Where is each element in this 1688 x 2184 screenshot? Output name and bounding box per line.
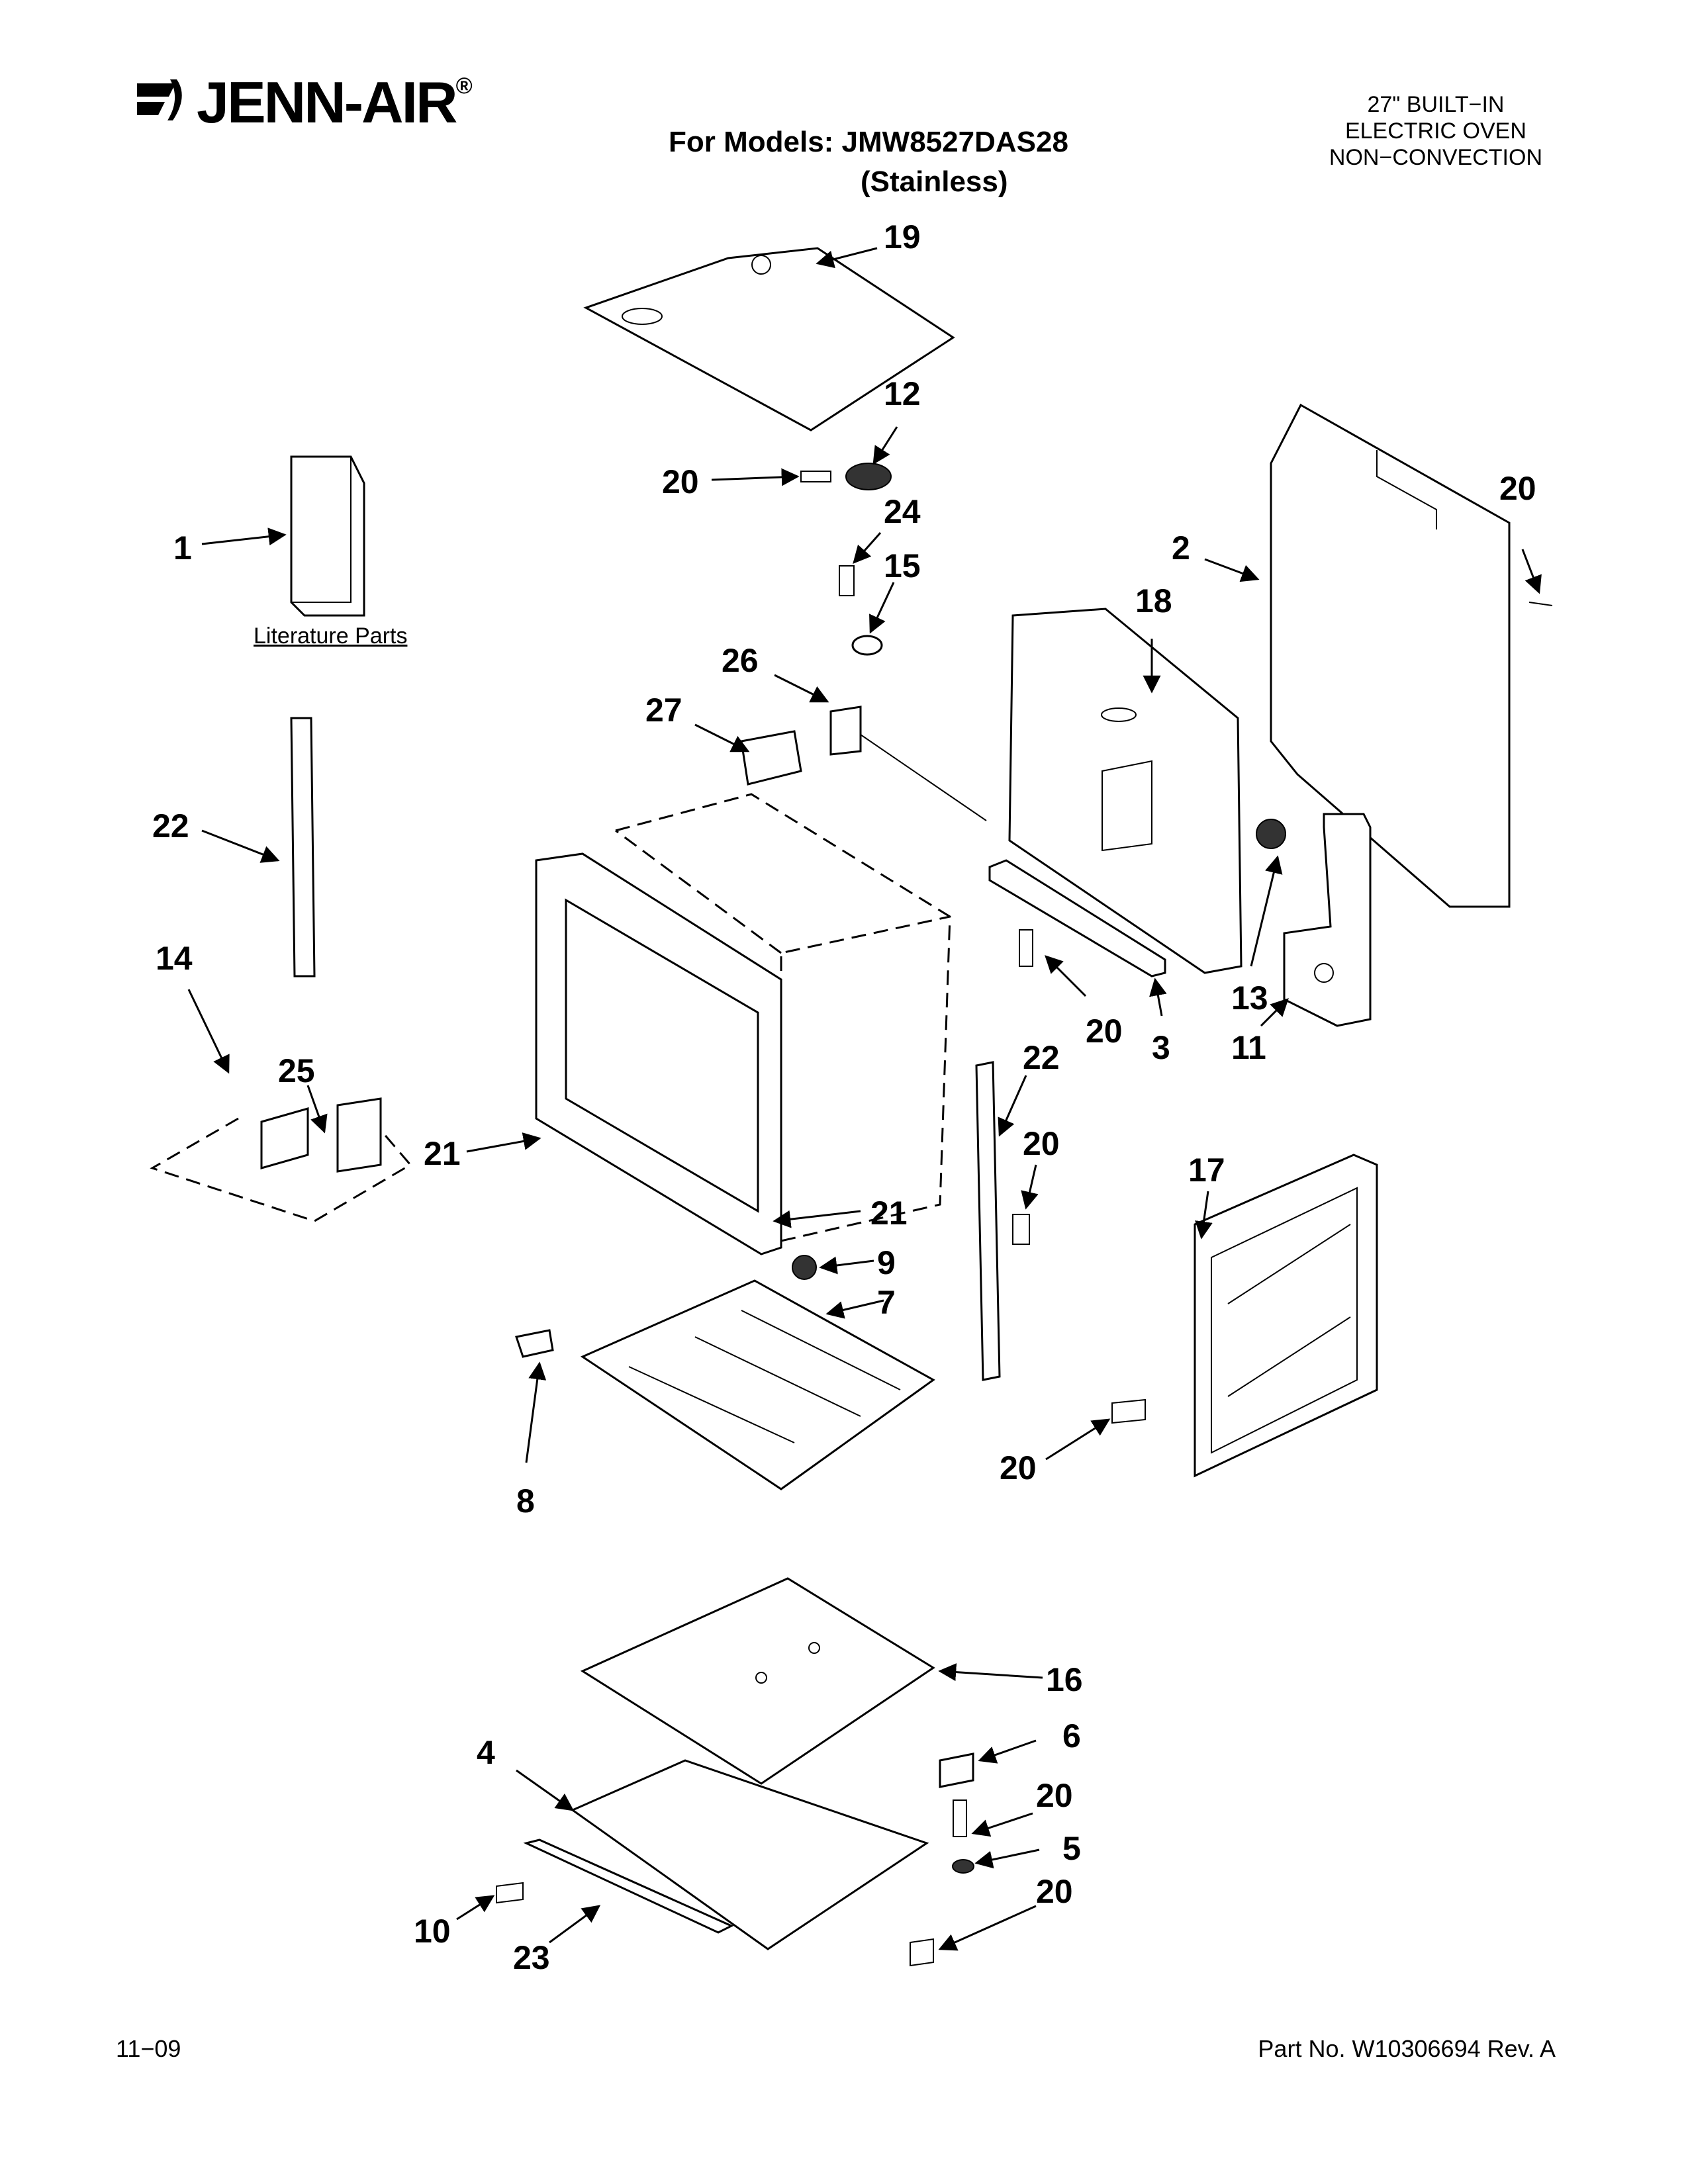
callout-22-a: 22	[152, 807, 189, 844]
part-vent-cover	[800, 463, 892, 490]
part-oven-rack	[580, 1279, 935, 1490]
part-door-screw	[1111, 1398, 1146, 1424]
part-tray-screw	[910, 1938, 934, 1967]
callout-7: 7	[877, 1284, 896, 1321]
product-spec: 27" BUILT−IN ELECTRIC OVEN NON−CONVECTIO…	[1329, 91, 1542, 171]
spec-line-2: ELECTRIC OVEN	[1344, 118, 1526, 144]
part-hinge	[515, 1329, 554, 1358]
brand-swoosh-icon	[137, 79, 182, 120]
callout-20-c: 20	[1086, 1013, 1123, 1050]
callout-21-a: 21	[424, 1135, 461, 1172]
part-rear-screw	[1528, 602, 1553, 606]
callout-4: 4	[477, 1734, 495, 1771]
callout-9: 9	[877, 1244, 896, 1281]
callout-5: 5	[1062, 1830, 1081, 1867]
part-fitting	[839, 565, 883, 656]
part-side-screw	[1012, 1214, 1030, 1245]
callout-23: 23	[513, 1939, 550, 1976]
part-side-trim-left	[290, 717, 316, 978]
part-control-assembly	[150, 1097, 412, 1222]
callout-8: 8	[516, 1482, 535, 1520]
callout-17: 17	[1188, 1152, 1225, 1189]
literature-parts-label: Literature Parts	[254, 623, 408, 649]
part-clip-screw	[953, 1799, 967, 1837]
brand-name: JENN-AIR®	[197, 69, 473, 135]
callout-25: 25	[278, 1052, 315, 1089]
callout-27: 27	[645, 692, 682, 729]
models-heading: For Models: JMW8527DAS28 (Stainless)	[669, 122, 1068, 202]
part-clip	[939, 1752, 974, 1788]
callout-arrows	[187, 247, 1542, 1951]
callout-12: 12	[884, 375, 921, 412]
models-line: For Models: JMW8527DAS28	[669, 126, 1068, 158]
footer-date: 11−09	[116, 2035, 181, 2062]
callout-26: 26	[722, 642, 759, 679]
part-rear-panel	[1270, 403, 1511, 908]
brand-logo: JENN-AIR®	[136, 66, 480, 139]
models-finish: (Stainless)	[861, 165, 1008, 198]
part-top-panel	[583, 247, 955, 432]
part-door-frame	[1194, 1154, 1378, 1478]
callout-16: 16	[1046, 1661, 1083, 1698]
footer-part-number: Part No. W10306694 Rev. A	[1258, 2035, 1556, 2062]
part-mounting-bracket	[988, 859, 1166, 978]
part-door-switch	[829, 705, 987, 821]
part-bracket-screw	[1019, 929, 1033, 967]
callout-10: 10	[414, 1913, 451, 1950]
part-inner-rear-panel	[1008, 608, 1243, 974]
part-side-trim-right	[975, 1061, 1001, 1381]
callout-15: 15	[884, 547, 921, 584]
callout-20-a: 20	[662, 463, 699, 500]
part-base-tray	[570, 1759, 929, 1950]
part-washer	[952, 1859, 974, 1874]
callout-labels: 19 12 20 24 15 1 2 20 18 26 27 22 14 25 …	[152, 218, 1536, 1976]
callout-22-b: 22	[1023, 1039, 1060, 1076]
part-light-switch	[740, 730, 802, 786]
callout-2: 2	[1172, 529, 1190, 567]
callout-20-g: 20	[1036, 1873, 1073, 1910]
part-literature	[290, 455, 365, 617]
callout-20-e: 20	[1000, 1449, 1037, 1486]
brand-registered-mark: ®	[455, 73, 473, 99]
callout-20-d: 20	[1023, 1125, 1060, 1162]
callout-13: 13	[1231, 979, 1268, 1017]
callout-20-b: 20	[1499, 470, 1536, 507]
part-rail-screw	[496, 1882, 524, 1904]
spec-line-1: 27" BUILT−IN	[1367, 92, 1505, 117]
callout-24: 24	[884, 493, 921, 530]
part-knob	[792, 1255, 817, 1280]
spec-line-3: NON−CONVECTION	[1329, 145, 1542, 170]
callout-3: 3	[1152, 1029, 1170, 1066]
callout-21-b: 21	[870, 1195, 908, 1232]
callout-11: 11	[1231, 1029, 1266, 1066]
callout-6: 6	[1062, 1717, 1081, 1754]
part-bottom-panel	[580, 1577, 935, 1785]
part-thermostat	[1256, 819, 1286, 849]
callout-18: 18	[1135, 582, 1172, 619]
part-front-rail	[523, 1839, 734, 1934]
part-cover-bracket	[1283, 813, 1372, 1027]
callout-20-f: 20	[1036, 1777, 1073, 1814]
callout-19: 19	[884, 218, 921, 255]
callout-1: 1	[173, 529, 192, 567]
part-front-frame	[535, 852, 782, 1255]
callout-14: 14	[156, 940, 193, 977]
